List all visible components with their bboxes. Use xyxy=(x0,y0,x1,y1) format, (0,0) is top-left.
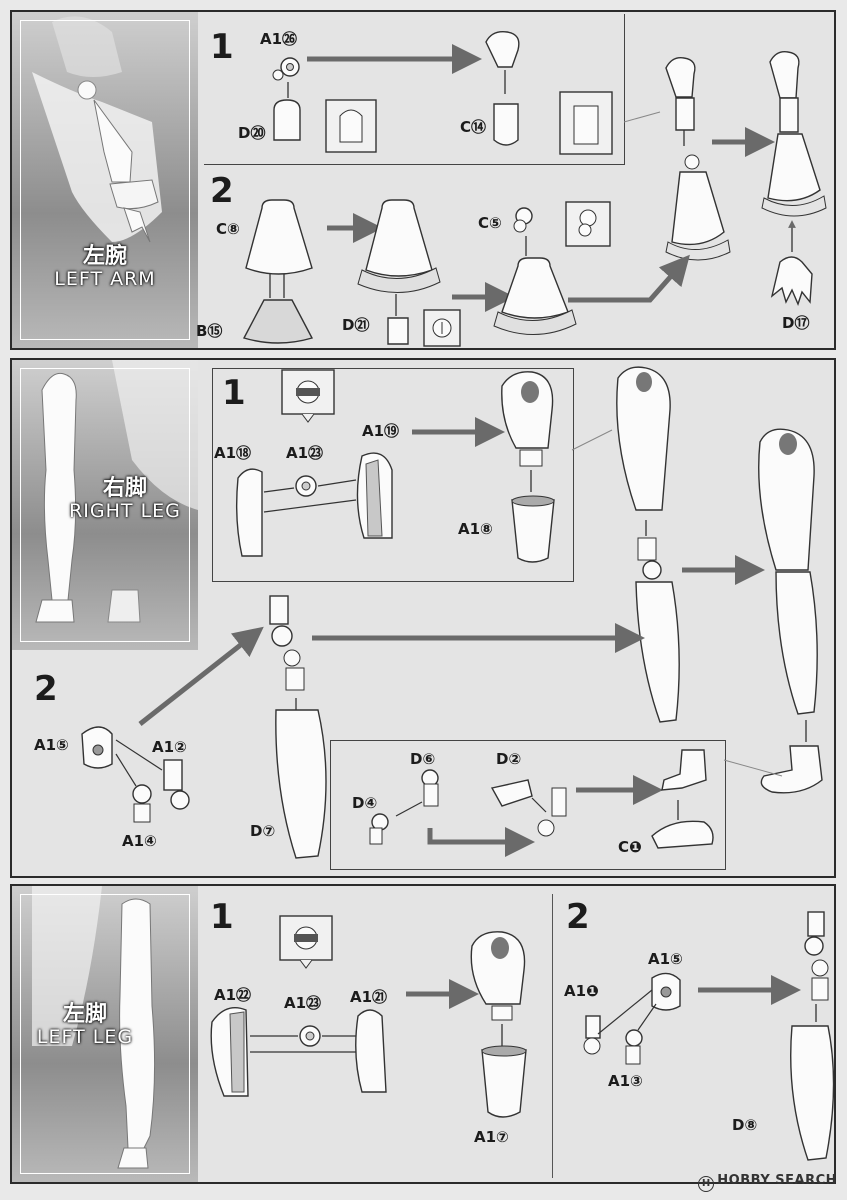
part-label-a1-4: A1④ xyxy=(122,832,157,850)
part-c1-shape xyxy=(651,820,714,849)
part-label-a1-7: A1⑦ xyxy=(474,1128,509,1146)
shoe-subassembly-outline xyxy=(330,740,726,870)
part-a1-2-shape xyxy=(163,759,183,791)
part-label-d8: D⑧ xyxy=(732,1116,758,1134)
part-label-a1-3: A1③ xyxy=(608,1072,643,1090)
section-title-en: LEFT ARM xyxy=(54,268,156,290)
section-title-jp: 左腕 xyxy=(82,244,127,269)
left-leg-sidebar: 左脚 LEFT LEG xyxy=(12,886,198,1182)
assembly-arrow xyxy=(427,827,535,857)
sidebar-frame xyxy=(20,368,190,642)
part-label-c8: C⑧ xyxy=(216,220,240,238)
part-label-a1-5: A1⑤ xyxy=(648,950,683,968)
part-label-d21: D㉑ xyxy=(342,316,370,334)
left-leg-photo xyxy=(32,886,156,1169)
sidebar-frame xyxy=(20,894,190,1174)
part-label-a1-21: A1㉑ xyxy=(350,988,388,1006)
part-d20-shape xyxy=(273,99,301,141)
part-label-d4: D④ xyxy=(352,794,378,812)
part-label-d17: D⑰ xyxy=(782,314,810,332)
part-d21-shape xyxy=(387,317,409,345)
watermark-text: HOBBY SEARCH xyxy=(717,1173,837,1188)
right-leg-diagram xyxy=(81,366,823,859)
step-number-2: 2 xyxy=(210,171,234,211)
left-leg-panel: 左脚 LEFT LEG 1 2 xyxy=(10,884,836,1184)
upper-arm-shape xyxy=(485,31,520,68)
part-label-d7: D⑦ xyxy=(250,822,276,840)
part-label-a1-23: A1㉓ xyxy=(286,444,324,462)
left-arm-photo xyxy=(32,16,162,243)
assembly-arrow xyxy=(138,626,264,726)
part-d7-shape xyxy=(275,709,327,859)
section-title-en: RIGHT LEG xyxy=(69,500,181,522)
part-a1-4-shape xyxy=(132,784,152,804)
section-title-en: LEFT LEG xyxy=(36,1026,134,1048)
section-title-jp: 右脚 xyxy=(102,476,147,501)
right-leg-panel: 右脚 RIGHT LEG 1 2 xyxy=(10,358,836,878)
sidebar-frame xyxy=(20,20,190,340)
left-arm-sidebar: 左腕 LEFT ARM xyxy=(12,12,198,348)
part-label-a1-8: A1⑧ xyxy=(458,520,493,538)
part-a1-8-shape xyxy=(511,499,555,563)
step-number-2: 2 xyxy=(34,669,58,709)
part-a1-7-shape xyxy=(481,1049,527,1118)
part-label-a1-5: A1⑤ xyxy=(34,736,69,754)
part-c14-shape xyxy=(493,103,519,146)
part-label-d6: D⑥ xyxy=(410,750,436,768)
part-label-a1-2: A1② xyxy=(152,738,187,756)
part-a1-3-shape xyxy=(625,1029,643,1047)
part-label-a1-23: A1㉓ xyxy=(284,994,322,1012)
part-a1-26-shape xyxy=(272,57,300,81)
part-label-d2: D② xyxy=(496,750,522,768)
right-leg-photo xyxy=(35,360,198,623)
step1-group-outline xyxy=(212,368,574,582)
step-number-1: 1 xyxy=(222,373,246,413)
part-c8-shape xyxy=(245,199,313,275)
assembly-arrow xyxy=(568,254,690,303)
part-label-c1: C❶ xyxy=(618,838,642,856)
part-a1-21-shape xyxy=(355,1009,387,1093)
part-label-a1-19: A1⑲ xyxy=(362,422,400,440)
part-label-a1-1: A1❶ xyxy=(564,982,599,1000)
part-a1-18-shape xyxy=(235,468,263,557)
part-label-c5: C⑤ xyxy=(478,214,502,232)
left-arm-diagram xyxy=(242,31,827,347)
right-leg-sidebar: 右脚 RIGHT LEG xyxy=(12,360,198,650)
part-label-d20: D⑳ xyxy=(238,124,266,142)
step-divider xyxy=(552,894,553,1178)
section-title-jp: 左脚 xyxy=(62,1002,107,1027)
part-label-a1-26: A1㉖ xyxy=(260,30,298,48)
part-label-a1-22: A1㉒ xyxy=(214,986,252,1004)
step-number-1: 1 xyxy=(210,897,234,937)
part-label-a1-18: A1⑱ xyxy=(214,444,252,462)
part-d17-shape xyxy=(770,256,813,306)
part-d2-shape xyxy=(490,779,533,807)
step-number-2: 2 xyxy=(566,897,590,937)
hobby-search-logo-icon: H xyxy=(698,1176,715,1192)
part-a1-1-shape xyxy=(585,1015,601,1039)
part-label-c14: C⑭ xyxy=(460,118,487,136)
left-leg-diagram xyxy=(210,911,834,1161)
part-label-b15: B⑮ xyxy=(196,322,223,340)
part-d8-shape xyxy=(790,1025,834,1161)
left-arm-panel: 左腕 LEFT ARM 1 2 xyxy=(10,10,836,350)
part-b15-shape xyxy=(242,299,314,344)
step-number-1: 1 xyxy=(210,27,234,67)
step1-group-outline xyxy=(204,14,625,165)
